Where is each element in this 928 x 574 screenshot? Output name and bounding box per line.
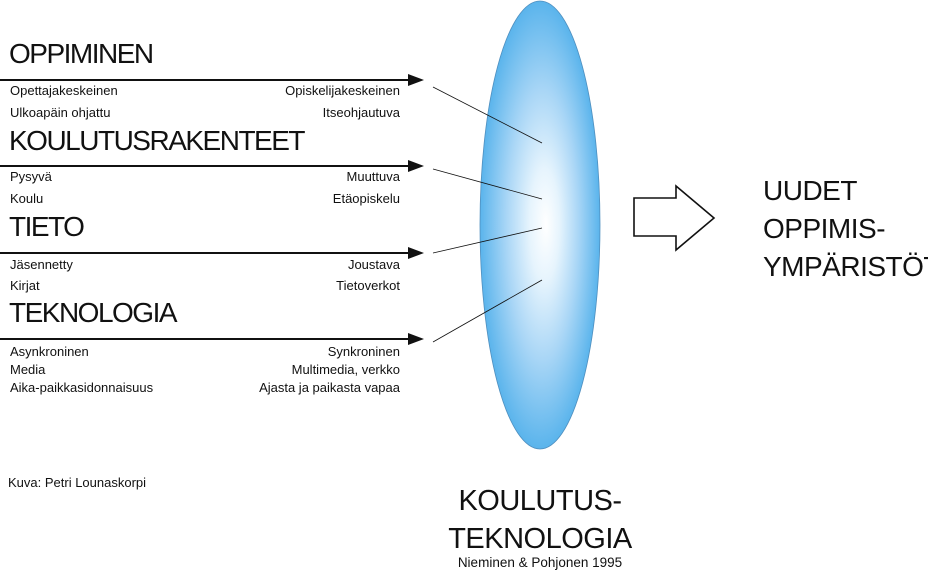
section-heading-koulutusrakenteet: KOULUTUSRAKENTEET xyxy=(9,125,306,156)
section-heading-teknologia: TEKNOLOGIA xyxy=(9,297,178,328)
left-label: Kirjat xyxy=(10,278,40,293)
arrow-teknologia xyxy=(0,333,424,345)
outcome-arrow xyxy=(633,184,716,252)
right-label: Muuttuva xyxy=(346,169,400,184)
left-label: Asynkroninen xyxy=(10,344,89,359)
right-label: Joustava xyxy=(347,257,400,272)
convergence-line-3 xyxy=(432,227,543,254)
section-heading-oppiminen: OPPIMINEN xyxy=(9,38,154,69)
left-label: Media xyxy=(10,362,46,377)
lens-citation: Nieminen & Pohjonen 1995 xyxy=(457,555,623,570)
left-label: Jäsennetty xyxy=(10,257,73,272)
outcome-line3: YMPÄRISTÖT xyxy=(763,251,928,282)
right-label: Ajasta ja paikasta vapaa xyxy=(259,380,400,395)
outcome-line1: UUDET xyxy=(763,175,857,206)
left-label: Opettajakeskeinen xyxy=(10,83,118,98)
lens-label-line1: KOULUTUS- xyxy=(458,485,622,517)
left-label: Ulkoapäin ohjattu xyxy=(10,105,111,120)
right-label: Multimedia, verkko xyxy=(291,362,400,377)
right-label: Opiskelijakeskeinen xyxy=(285,83,400,98)
left-label: Pysyvä xyxy=(10,169,52,184)
outcome-line2: OPPIMIS- xyxy=(763,213,886,244)
section-heading-tieto: TIETO xyxy=(9,211,85,242)
right-label: Tietoverkot xyxy=(336,278,400,293)
arrow-koulutusrakenteet xyxy=(0,160,424,172)
convergence-line-2 xyxy=(432,168,543,200)
convergence-line-4 xyxy=(432,279,543,343)
arrow-tieto xyxy=(0,247,424,259)
left-label: Aika-paikkasidonnaisuus xyxy=(10,380,154,395)
right-label: Synkroninen xyxy=(327,344,400,359)
right-label: Itseohjautuva xyxy=(322,105,400,120)
right-label: Etäopiskelu xyxy=(332,191,400,206)
lens-ellipse xyxy=(479,0,601,450)
convergence-line-1 xyxy=(432,86,543,144)
arrow-oppiminen xyxy=(0,74,424,86)
lens-label-line2: TEKNOLOGIA xyxy=(448,523,632,555)
left-label: Koulu xyxy=(10,191,44,206)
image-credit: Kuva: Petri Lounaskorpi xyxy=(8,475,147,490)
